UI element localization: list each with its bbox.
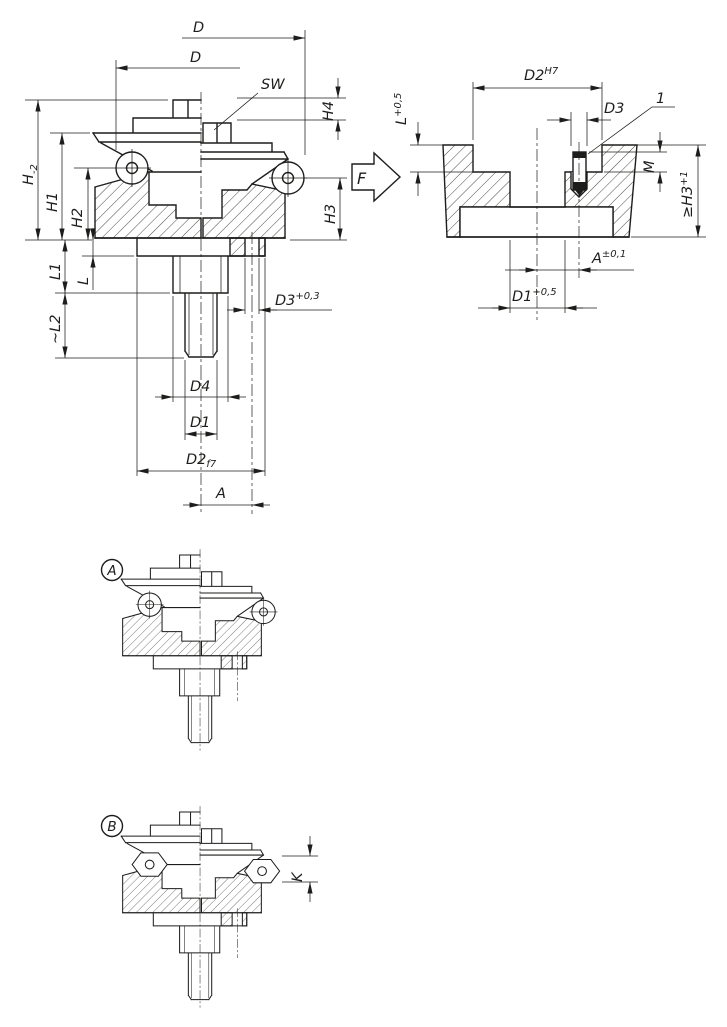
dim-label-l2: ~L2 [48, 315, 64, 344]
sw-leader-line [213, 92, 259, 131]
dim-label-sw: SW [261, 77, 285, 93]
variant-a-label: A [106, 563, 116, 579]
variant-a-view: A [100, 548, 278, 752]
item-callout-1: 1 [656, 91, 665, 107]
dim-label-d-lower: D [190, 50, 201, 66]
variant-b-dimensions: K [282, 836, 318, 902]
dim-label-d1-install: D1+0,5 [512, 287, 557, 305]
dim-label-d1: D1 [190, 415, 210, 431]
dim-label-h3-install: ≥H3+1 [679, 171, 696, 218]
force-direction-arrow [351, 151, 402, 203]
dim-label-h-overall: H-2 [21, 164, 40, 185]
front-view-dimensions: D D SW H4 H-2 H1 H2 [21, 20, 347, 514]
force-arrow-label: F [357, 169, 367, 188]
dim-label-l1: L1 [48, 263, 64, 280]
dim-label-h3: H3 [323, 204, 339, 224]
dim-label-k: K [290, 871, 306, 882]
dim-label-a-install: A±0,1 [591, 249, 626, 267]
variant-b-label: B [107, 819, 116, 835]
dim-label-d2: D2f7 [186, 452, 217, 470]
dim-label-d4: D4 [190, 379, 210, 395]
dim-label-m: M [642, 160, 658, 173]
dim-label-d3: D3+0,3 [275, 291, 320, 309]
dim-label-h1: H1 [45, 192, 61, 212]
dim-label-l: L [76, 277, 92, 285]
dim-label-d2-h7: D2H7 [524, 66, 559, 84]
installation-view: F D2H7 D3 1 L+0,5 [351, 66, 706, 320]
dim-label-h2: H2 [70, 208, 86, 228]
lower-support-block [459, 206, 614, 238]
item-leader-line [587, 106, 675, 155]
dim-label-d-upper: D [193, 20, 204, 36]
dim-label-l-install: L+0,5 [393, 93, 410, 125]
installation-view-dimensions: D2H7 D3 1 L+0,5 M ≥H3+1 [393, 66, 706, 313]
variant-b-badge [100, 814, 124, 838]
variant-a-badge [100, 558, 124, 582]
dim-label-d3-install: D3 [604, 101, 624, 117]
front-view: D D SW H4 H-2 H1 H2 [21, 20, 347, 514]
dim-label-h4: H4 [321, 101, 337, 121]
variant-b-view: B K [100, 805, 318, 1009]
dim-label-a: A [215, 486, 226, 502]
